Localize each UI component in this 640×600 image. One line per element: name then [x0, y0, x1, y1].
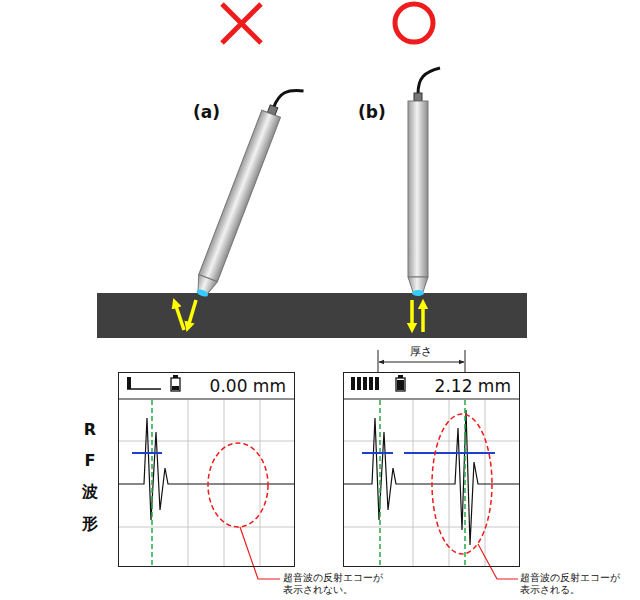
wrong-mark: [222, 4, 261, 43]
callout-note: 超音波の反射エコーが 表示される。: [520, 572, 632, 596]
test-plate: [97, 293, 527, 338]
gauge-screen: 0.00 mm: [118, 372, 295, 567]
axis-label: RF波形: [82, 414, 98, 539]
panel-label: (b): [358, 102, 386, 122]
probe-vertical: [408, 68, 440, 296]
panel-label: (a): [193, 102, 220, 122]
screen-b-graphics: [343, 375, 520, 579]
probe-tilted: [192, 79, 304, 303]
ultrasonic-path: [175, 300, 423, 332]
right-mark: [395, 4, 433, 42]
screen-a-graphics: [118, 375, 295, 579]
dimension-label: 厚さ: [408, 344, 434, 359]
thickness-reading: 2.12 mm: [435, 376, 511, 396]
callout-note: 超音波の反射エコーが 表示されない。: [283, 572, 395, 596]
thickness-reading: 0.00 mm: [210, 376, 286, 396]
gauge-screen: 2.12 mm: [343, 372, 520, 567]
